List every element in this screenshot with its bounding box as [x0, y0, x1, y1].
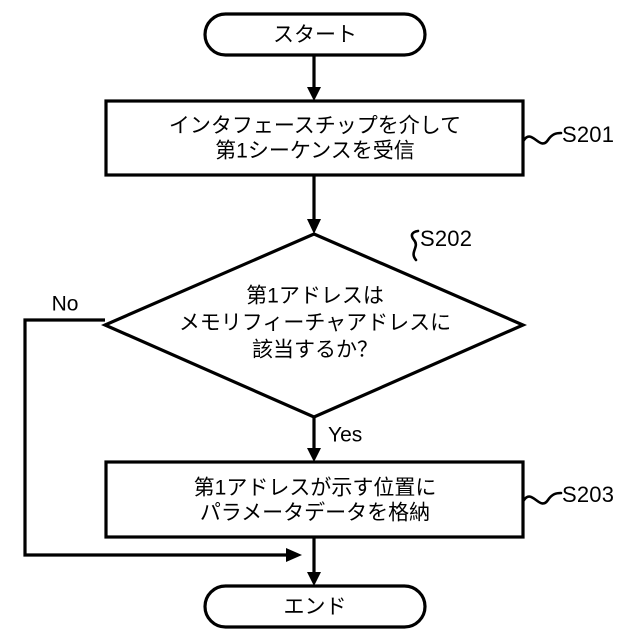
connector-s202-no-bypass [23, 318, 302, 562]
connector-start-to-s201 [307, 54, 321, 101]
s202-label-line3: 該当するか？ [252, 339, 378, 362]
connector-s201-to-s202 [307, 175, 321, 234]
s201-shape [104, 99, 525, 177]
reference-leader-s201: S201 [522, 122, 614, 147]
s203-shape [104, 460, 525, 539]
s203-ref-label: S203 [562, 482, 614, 507]
s201-label-line1: インタフェースチップを介して [169, 115, 461, 138]
reference-leader-s203: S203 [522, 482, 614, 507]
arrowhead-down [307, 448, 321, 462]
branch-label-no: No [52, 293, 79, 316]
node-s201[interactable]: インタフェースチップを介して 第1シーケンスを受信 [104, 99, 525, 177]
arrowhead-down [307, 87, 321, 101]
s201-ref-label: S201 [562, 122, 614, 147]
s203-label-line2: パラメータデータを格納 [200, 502, 430, 525]
reference-leader-s202: S202 [410, 226, 472, 262]
branch-label-yes: Yes [328, 424, 362, 447]
arrowhead-right [286, 548, 302, 562]
node-s203[interactable]: 第1アドレスが示す位置に パラメータデータを格納 [104, 460, 525, 539]
s203-label-line1: 第1アドレスが示す位置に [194, 477, 437, 500]
end-shape [203, 584, 427, 629]
start-label: スタート [273, 24, 357, 47]
arrowhead-down [307, 219, 321, 234]
s202-shape [101, 232, 527, 419]
arrowhead-down [307, 572, 321, 586]
end-label: エンド [284, 596, 347, 619]
node-start[interactable]: スタート [203, 12, 427, 57]
node-end[interactable]: エンド [203, 584, 427, 629]
s202-label-line2: メモリフィーチャアドレスに [179, 312, 451, 335]
node-s202[interactable]: 第1アドレスは メモリフィーチャアドレスに 該当するか？ [101, 232, 527, 419]
s201-label-line2: 第1シーケンスを受信 [215, 140, 415, 163]
connector-s202-yes-to-s203 [307, 418, 321, 462]
s202-label-line1: 第1アドレスは [246, 285, 384, 308]
connector-s203-to-end [307, 537, 321, 586]
start-shape [203, 12, 427, 57]
s202-ref-label: S202 [420, 226, 472, 251]
